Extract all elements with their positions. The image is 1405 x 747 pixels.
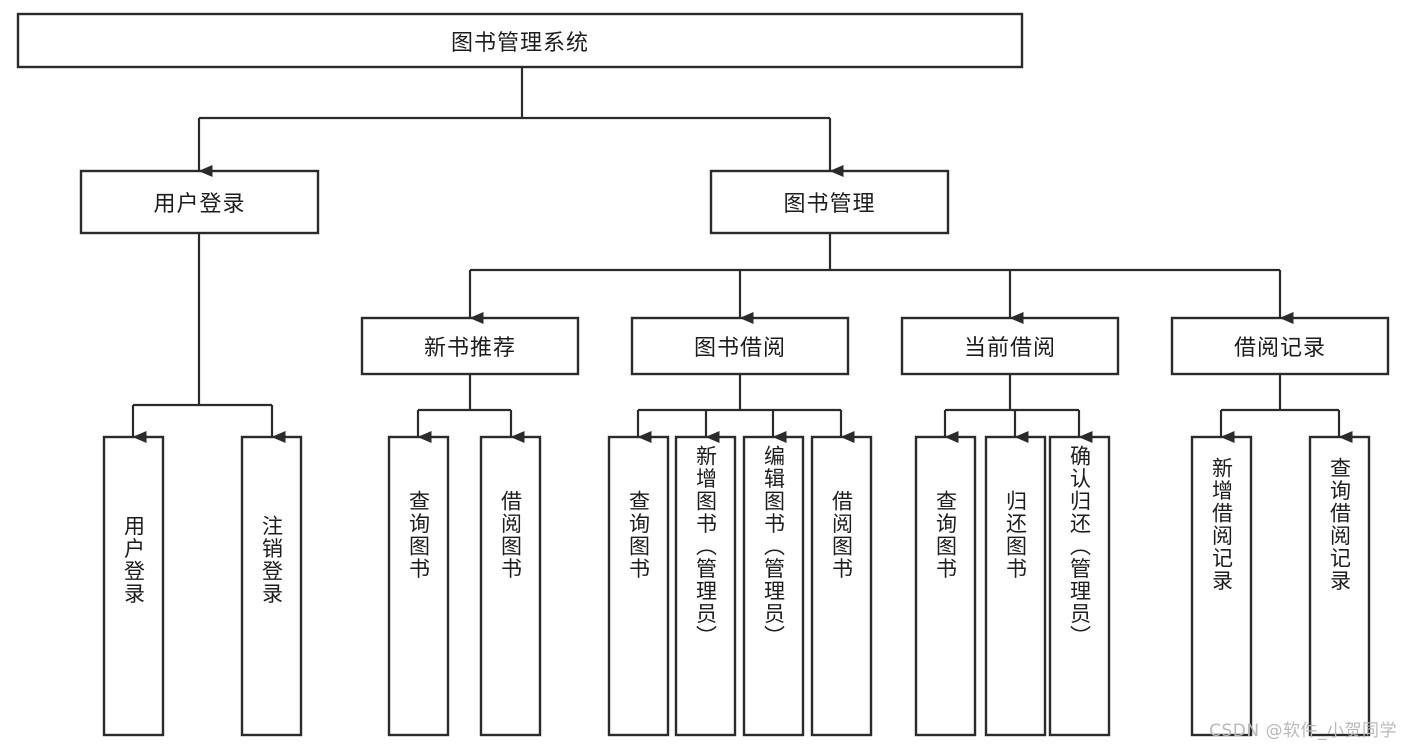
node-current-borrow[interactable] <box>900 316 1120 376</box>
leaf-user-login-1[interactable] <box>240 435 303 737</box>
node-root[interactable] <box>16 12 1024 69</box>
leaf-book-borrow-3[interactable] <box>810 435 873 737</box>
leaf-current-borrow-1[interactable] <box>984 435 1047 737</box>
node-new-book-recommend[interactable] <box>360 316 580 376</box>
node-user-login[interactable] <box>79 169 320 235</box>
leaf-new-book-1[interactable] <box>479 435 542 737</box>
leaf-user-login-0[interactable] <box>102 435 165 737</box>
leaf-book-borrow-1[interactable] <box>674 435 737 737</box>
leaf-book-borrow-2[interactable] <box>742 435 805 737</box>
csdn-watermark: CSDN @软件_小贺同学 <box>1209 721 1397 741</box>
leaf-borrow-record-1[interactable] <box>1308 435 1371 737</box>
leaf-current-borrow-0[interactable] <box>914 435 977 737</box>
leaf-current-borrow-2[interactable] <box>1048 435 1111 737</box>
node-book-management[interactable] <box>709 169 950 235</box>
leaf-borrow-record-0[interactable] <box>1190 435 1253 737</box>
node-book-borrow[interactable] <box>630 316 850 376</box>
node-borrow-record[interactable] <box>1170 316 1390 376</box>
leaf-new-book-0[interactable] <box>387 435 450 737</box>
leaf-book-borrow-0[interactable] <box>607 435 670 737</box>
